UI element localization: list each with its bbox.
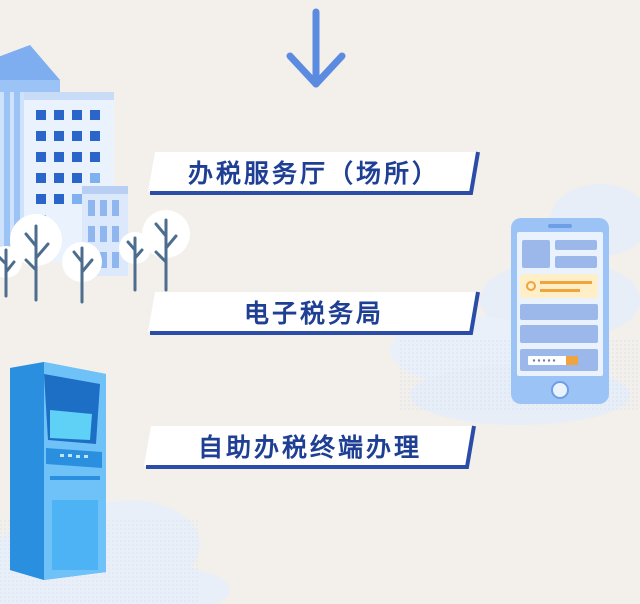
banner-frame bbox=[148, 151, 480, 195]
option-banner-e-tax-bureau[interactable]: 电子税务局 bbox=[148, 290, 480, 338]
arrow-down-icon bbox=[286, 8, 346, 88]
option-banner-service-hall[interactable]: 办税服务厅（场所） bbox=[148, 150, 480, 198]
banner-frame bbox=[144, 425, 476, 469]
option-label: 电子税务局 bbox=[243, 299, 384, 328]
option-label: 自助办税终端办理 bbox=[197, 433, 422, 462]
smartphone-icon bbox=[511, 218, 609, 404]
building-icon bbox=[0, 45, 190, 304]
atm-kiosk-icon bbox=[10, 362, 106, 580]
option-label: 办税服务厅（场所） bbox=[187, 159, 440, 188]
banner-frame bbox=[148, 291, 480, 335]
option-banner-self-service-terminal[interactable]: 自助办税终端办理 bbox=[144, 424, 476, 472]
